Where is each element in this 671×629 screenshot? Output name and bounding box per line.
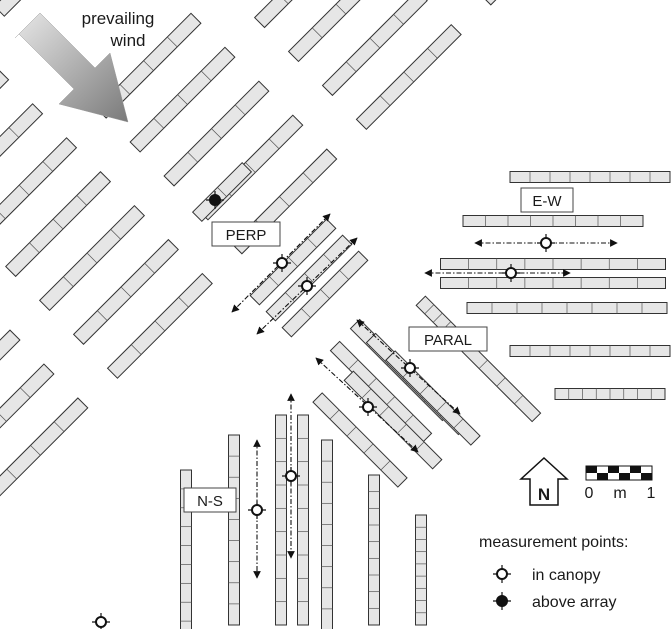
canopy-point-marker <box>92 613 110 629</box>
north-arrow-icon: N <box>519 456 569 506</box>
panel-row <box>0 103 44 210</box>
panel-row <box>368 474 380 626</box>
canopy-point-marker <box>502 264 520 282</box>
panel-row <box>275 414 287 626</box>
panel-row <box>191 161 253 223</box>
panel-row <box>509 345 671 357</box>
panel-row <box>480 0 587 6</box>
panel-row <box>440 258 666 270</box>
zone-label-perp: PERP <box>211 221 281 247</box>
panel-row <box>228 434 240 626</box>
panel-row <box>466 302 668 314</box>
zone-label-ew: E-W <box>520 187 574 213</box>
scale-label-0: 0 <box>585 485 594 502</box>
panel-row <box>321 0 428 97</box>
above-array-point-marker <box>206 191 224 209</box>
legend-filled-marker-icon <box>493 592 511 610</box>
legend-item-in-canopy: in canopy <box>532 567 601 584</box>
zone-label-paral: PARAL <box>408 326 488 352</box>
canopy-point-marker <box>282 467 300 485</box>
panel-row <box>355 23 462 131</box>
panel-row <box>163 80 270 187</box>
panel-row <box>253 0 360 29</box>
scale-label-1: 1 <box>647 485 656 502</box>
zone-label-ns: N-S <box>183 487 237 513</box>
wind-label-line2: wind <box>110 31 146 50</box>
panel-row <box>0 329 21 436</box>
panel-row <box>0 69 10 176</box>
scale-label-unit: m <box>613 485 626 502</box>
panel-row <box>38 204 146 312</box>
legend-item-above-array: above array <box>532 594 617 611</box>
measurement-layer <box>92 191 618 629</box>
panel-row <box>129 46 236 153</box>
measurement-arrow <box>356 319 461 415</box>
measurement-arrow <box>231 213 331 313</box>
zone-label-paral-text: PARAL <box>424 332 472 349</box>
zone-label-ew-text: E-W <box>532 193 562 210</box>
panel-row <box>462 215 644 227</box>
panel-row <box>415 514 427 626</box>
canopy-point-marker <box>298 277 316 295</box>
legend-title: measurement points: <box>479 534 628 551</box>
panel-row <box>460 341 542 423</box>
panel-row <box>106 272 213 379</box>
north-label: N <box>538 485 550 504</box>
wind-arrow-icon <box>14 12 129 123</box>
panel-row <box>0 137 78 244</box>
measurement-arrow <box>256 237 358 335</box>
legend: measurement points: in canopy above arra… <box>479 534 628 611</box>
measurement-arrow <box>315 357 419 453</box>
zone-label-ns-text: N-S <box>197 493 223 510</box>
panel-row <box>509 171 671 183</box>
legend-open-marker-icon <box>493 565 511 583</box>
scale-bar: 0 m 1 <box>585 465 656 502</box>
canopy-point-marker <box>273 254 291 272</box>
zone-label-perp-text: PERP <box>226 227 267 244</box>
wind-label-line1: prevailing <box>82 9 155 28</box>
panel-row <box>297 414 309 626</box>
panel-row <box>5 171 112 278</box>
panel-row <box>0 397 89 504</box>
canopy-point-marker <box>401 359 419 377</box>
panel-row <box>321 439 333 629</box>
panel-row <box>554 388 666 400</box>
panel-row <box>72 238 179 345</box>
panel-row <box>287 0 394 63</box>
canopy-point-marker <box>359 398 377 416</box>
canopy-point-marker <box>248 501 266 519</box>
canopy-point-marker <box>537 234 555 252</box>
panel-row <box>0 363 55 470</box>
panel-row <box>440 277 666 289</box>
